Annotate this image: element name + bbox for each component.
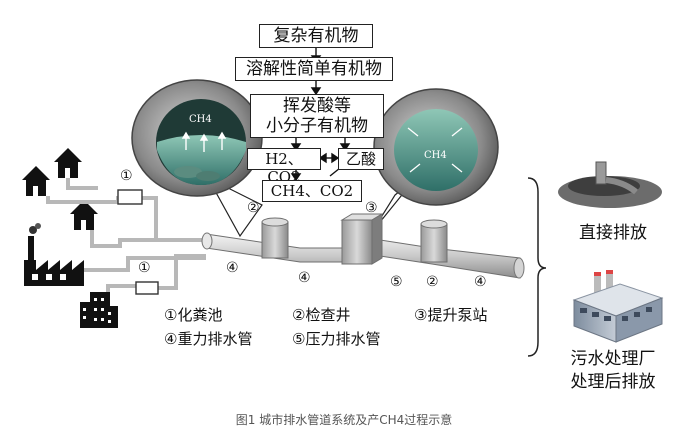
- figure-caption: 图1 城市排水管道系统及产CH4过程示意: [235, 413, 453, 427]
- label-septic-upper: ①: [120, 168, 133, 184]
- label-gravity-b: ④: [298, 270, 311, 286]
- small-molecule-line1: 挥发酸等: [283, 96, 351, 116]
- legend-septic-tank: ①化粪池: [164, 306, 223, 324]
- direct-discharge-label: 直接排放: [579, 223, 647, 243]
- process-arrows: [290, 48, 351, 182]
- treated-discharge-label: 污水处理厂 处理后排放: [556, 348, 670, 394]
- treatment-plant-icon: [572, 270, 664, 343]
- left-bubble: [131, 79, 263, 238]
- small-molecule-line2: 小分子有机物: [266, 116, 368, 137]
- label-pump-top: ③: [365, 200, 378, 216]
- main-pipe: [201, 213, 525, 279]
- label-inspection-top: ②: [247, 200, 260, 216]
- output-bracket: [527, 177, 547, 357]
- soluble-organics-box: 溶解性简单有机物: [235, 57, 393, 81]
- h2-co2-box: H2、CO2: [247, 148, 321, 186]
- right-bubble-gas-label: CH4: [424, 150, 447, 161]
- label-septic-lower: ①: [138, 260, 151, 276]
- legend-pump-station: ③提升泵站: [414, 306, 488, 324]
- ch4-co2-box: CH4、CO2: [262, 180, 362, 202]
- treated-line1: 污水处理厂: [570, 349, 656, 369]
- small-molecule-box: 挥发酸等 小分子有机物: [250, 94, 384, 138]
- factory-icon: [24, 223, 84, 286]
- legend-pressure-pipe: ⑤压力排水管: [292, 330, 381, 348]
- label-gravity-a: ④: [226, 260, 239, 276]
- legend-gravity-pipe: ④重力排水管: [164, 330, 253, 348]
- left-bubble-gas-label: CH4: [189, 114, 212, 125]
- label-inspection-bottom: ②: [426, 274, 439, 290]
- service-pipes: [46, 178, 206, 292]
- discharge-icon: [558, 161, 662, 208]
- label-gravity-c: ④: [474, 274, 487, 290]
- label-pressure: ⑤: [390, 274, 403, 290]
- treated-line2: 处理后排放: [570, 371, 656, 392]
- house-icon: [22, 148, 98, 230]
- right-bubble: [371, 88, 499, 233]
- buildings-icon: [80, 292, 118, 328]
- septic-tanks: [117, 189, 159, 295]
- legend-inspection-well: ②检查井: [292, 306, 351, 324]
- acetic-acid-box: 乙酸: [338, 148, 384, 170]
- complex-organics-box: 复杂有机物: [259, 24, 373, 48]
